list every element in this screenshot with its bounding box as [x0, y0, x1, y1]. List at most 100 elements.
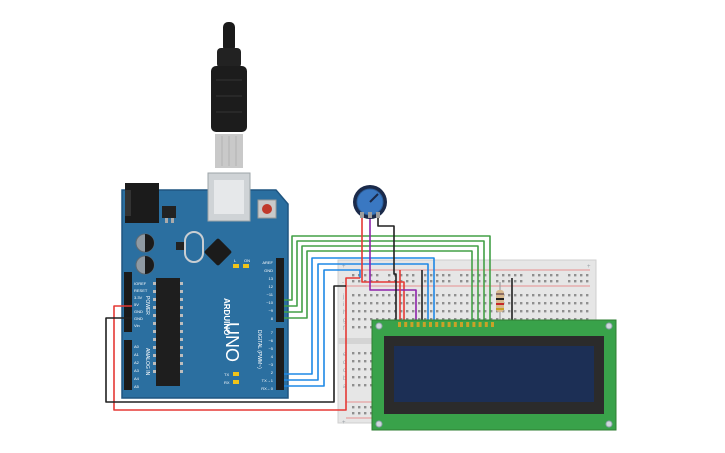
breadboard-hole[interactable]: [364, 318, 367, 321]
breadboard-hole[interactable]: [364, 406, 367, 409]
potentiometer[interactable]: [353, 185, 387, 219]
breadboard-hole[interactable]: [442, 310, 445, 313]
breadboard-hole[interactable]: [508, 274, 511, 277]
breadboard-hole[interactable]: [550, 274, 553, 277]
breadboard-hole[interactable]: [496, 318, 499, 321]
breadboard-hole[interactable]: [562, 318, 565, 321]
breadboard-hole[interactable]: [424, 310, 427, 313]
breadboard-hole[interactable]: [364, 274, 367, 277]
breadboard-hole[interactable]: [532, 280, 535, 283]
breadboard-hole[interactable]: [364, 412, 367, 415]
reset-button[interactable]: [262, 204, 272, 214]
breadboard-hole[interactable]: [502, 274, 505, 277]
breadboard-hole[interactable]: [550, 294, 553, 297]
breadboard-hole[interactable]: [364, 326, 367, 329]
breadboard-hole[interactable]: [484, 302, 487, 305]
breadboard-hole[interactable]: [448, 302, 451, 305]
breadboard-hole[interactable]: [442, 294, 445, 297]
breadboard-hole[interactable]: [406, 274, 409, 277]
breadboard-hole[interactable]: [466, 280, 469, 283]
breadboard-hole[interactable]: [520, 294, 523, 297]
breadboard-hole[interactable]: [580, 274, 583, 277]
breadboard-hole[interactable]: [532, 318, 535, 321]
breadboard-hole[interactable]: [544, 310, 547, 313]
breadboard-hole[interactable]: [376, 274, 379, 277]
lcd-16x2[interactable]: [371, 319, 617, 431]
breadboard-hole[interactable]: [556, 310, 559, 313]
breadboard-hole[interactable]: [460, 274, 463, 277]
breadboard-hole[interactable]: [370, 310, 373, 313]
breadboard-hole[interactable]: [538, 280, 541, 283]
lcd-pin[interactable]: [429, 322, 432, 327]
breadboard-hole[interactable]: [442, 274, 445, 277]
breadboard-hole[interactable]: [580, 280, 583, 283]
wire-green[interactable]: [284, 245, 479, 322]
breadboard-hole[interactable]: [514, 280, 517, 283]
breadboard-hole[interactable]: [442, 302, 445, 305]
lcd-pin[interactable]: [435, 322, 439, 327]
breadboard-hole[interactable]: [370, 412, 373, 415]
breadboard-hole[interactable]: [472, 280, 475, 283]
lcd-pin[interactable]: [416, 322, 420, 327]
lcd-pin[interactable]: [404, 322, 408, 327]
breadboard-hole[interactable]: [418, 302, 421, 305]
breadboard-hole[interactable]: [532, 294, 535, 297]
breadboard-hole[interactable]: [568, 274, 571, 277]
breadboard-hole[interactable]: [406, 280, 409, 283]
breadboard-hole[interactable]: [568, 318, 571, 321]
breadboard-hole[interactable]: [508, 280, 511, 283]
breadboard-hole[interactable]: [442, 318, 445, 321]
breadboard-hole[interactable]: [514, 274, 517, 277]
digital-header-bottom[interactable]: [276, 328, 284, 390]
breadboard-hole[interactable]: [412, 302, 415, 305]
breadboard-hole[interactable]: [520, 302, 523, 305]
breadboard-hole[interactable]: [436, 274, 439, 277]
breadboard-hole[interactable]: [358, 318, 361, 321]
breadboard-hole[interactable]: [424, 280, 427, 283]
breadboard-hole[interactable]: [490, 294, 493, 297]
breadboard-hole[interactable]: [544, 302, 547, 305]
breadboard-hole[interactable]: [454, 302, 457, 305]
breadboard-hole[interactable]: [406, 318, 409, 321]
breadboard-hole[interactable]: [382, 310, 385, 313]
breadboard-hole[interactable]: [424, 302, 427, 305]
breadboard-hole[interactable]: [466, 318, 469, 321]
breadboard-hole[interactable]: [550, 280, 553, 283]
breadboard-hole[interactable]: [388, 294, 391, 297]
breadboard-hole[interactable]: [364, 360, 367, 363]
breadboard-hole[interactable]: [520, 280, 523, 283]
breadboard-hole[interactable]: [382, 318, 385, 321]
breadboard-hole[interactable]: [364, 310, 367, 313]
wire-black[interactable]: [377, 214, 397, 322]
breadboard-hole[interactable]: [490, 318, 493, 321]
breadboard-hole[interactable]: [406, 294, 409, 297]
breadboard-hole[interactable]: [388, 318, 391, 321]
breadboard-hole[interactable]: [460, 280, 463, 283]
breadboard-hole[interactable]: [352, 280, 355, 283]
breadboard-hole[interactable]: [490, 302, 493, 305]
breadboard-hole[interactable]: [370, 302, 373, 305]
breadboard-hole[interactable]: [358, 360, 361, 363]
wire-blue[interactable]: [284, 263, 429, 381]
breadboard-hole[interactable]: [436, 310, 439, 313]
breadboard-hole[interactable]: [358, 302, 361, 305]
breadboard-hole[interactable]: [448, 294, 451, 297]
breadboard-hole[interactable]: [358, 294, 361, 297]
breadboard-hole[interactable]: [472, 302, 475, 305]
breadboard-hole[interactable]: [538, 302, 541, 305]
breadboard-hole[interactable]: [460, 310, 463, 313]
breadboard-hole[interactable]: [556, 274, 559, 277]
breadboard-hole[interactable]: [568, 294, 571, 297]
breadboard-hole[interactable]: [454, 318, 457, 321]
breadboard-hole[interactable]: [502, 310, 505, 313]
breadboard-hole[interactable]: [412, 274, 415, 277]
breadboard-hole[interactable]: [424, 294, 427, 297]
breadboard-hole[interactable]: [562, 310, 565, 313]
breadboard-hole[interactable]: [526, 294, 529, 297]
breadboard-hole[interactable]: [352, 302, 355, 305]
breadboard-hole[interactable]: [574, 280, 577, 283]
breadboard-hole[interactable]: [418, 294, 421, 297]
breadboard-hole[interactable]: [466, 294, 469, 297]
breadboard-hole[interactable]: [364, 302, 367, 305]
breadboard-hole[interactable]: [442, 280, 445, 283]
